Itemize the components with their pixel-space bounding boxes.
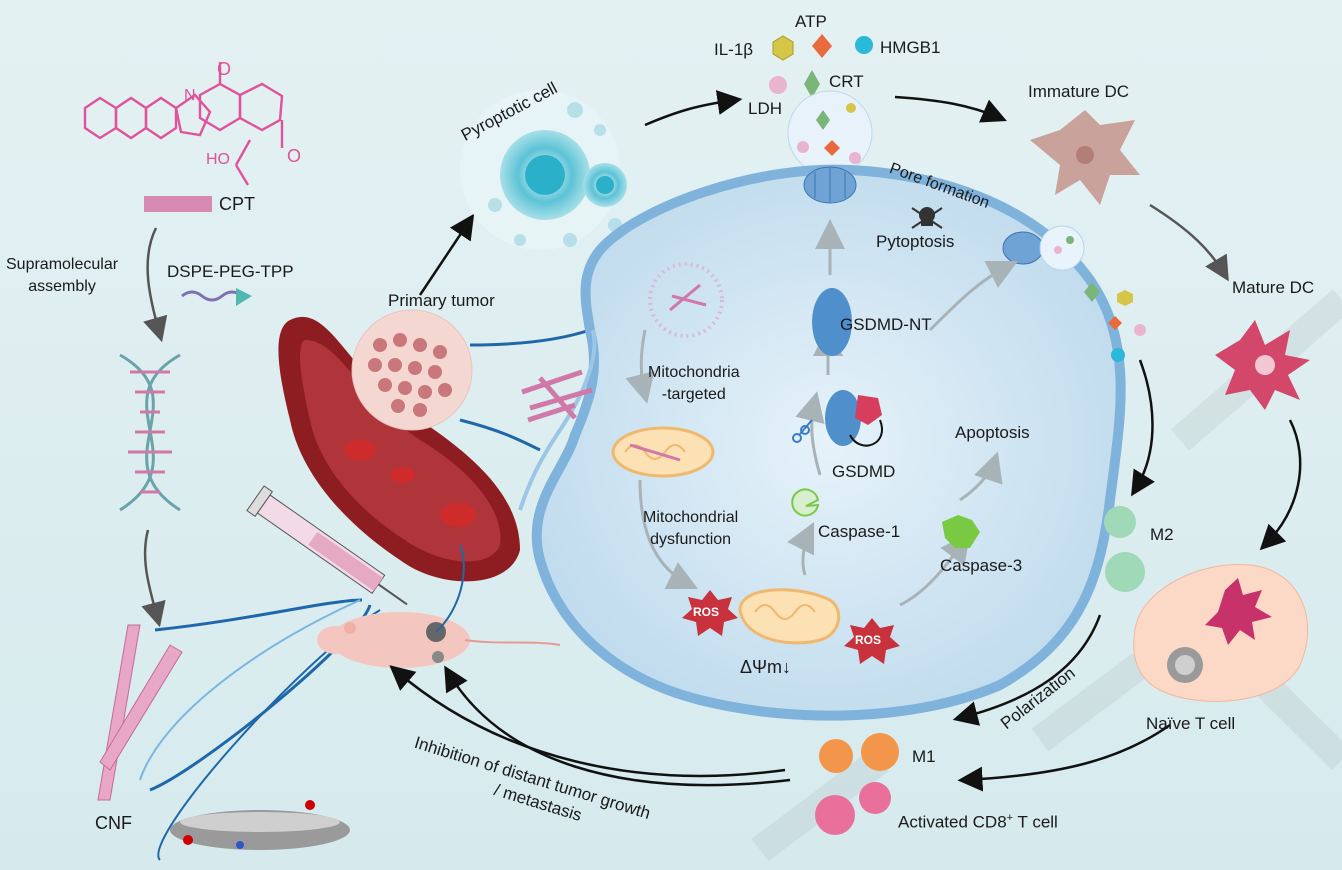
skull-icon — [911, 207, 943, 229]
chem-label-n: N — [184, 87, 196, 104]
caspase-1-icon — [791, 488, 820, 517]
m2-macrophage — [1104, 506, 1136, 538]
mouse — [317, 612, 561, 668]
ldh-label: LDH — [748, 99, 783, 118]
immature-dc-label: Immature DC — [1028, 82, 1130, 101]
released-damps — [1084, 282, 1146, 362]
primary-tumor-label: Primary tumor — [388, 291, 495, 310]
naive-t-cell-label: Naïve T cell — [1146, 714, 1236, 733]
primary-tumor — [351, 309, 473, 431]
cnf-molecular-model — [170, 800, 350, 850]
chem-label-o-right: O — [287, 146, 302, 166]
m1-macrophage — [819, 739, 853, 773]
pyroptotic-cell — [460, 90, 627, 250]
cnf-fibers — [97, 624, 183, 801]
gsdmd-label: GSDMD — [832, 462, 896, 481]
ros-star-2 — [844, 618, 900, 664]
cd8-t-cell — [859, 782, 891, 814]
damaged-mitochondrion-icon — [738, 588, 841, 645]
crt-label: CRT — [829, 72, 864, 91]
nanoparticle-icon — [648, 262, 724, 338]
ros-label-1: ROS — [693, 605, 720, 619]
delta-psi-label: ΔΨm↓ — [740, 657, 792, 677]
gsdmd-nt-label: GSDMD-NT — [840, 315, 932, 334]
mature-dc-label: Mature DC — [1232, 278, 1315, 297]
chem-label-o-top: O — [217, 59, 232, 79]
cnf-entering-cell — [521, 369, 593, 423]
scissors-icon — [792, 419, 813, 443]
cpt-molecule — [83, 62, 284, 186]
pytoptosis-label: Pytoptosis — [876, 232, 955, 251]
m1-label: M1 — [912, 747, 936, 766]
caspase-3-label: Caspase-3 — [940, 556, 1023, 575]
m2-macrophage — [1105, 552, 1145, 592]
ros-star-1 — [682, 590, 738, 636]
release-vesicle — [787, 90, 873, 176]
atp-label: ATP — [795, 12, 827, 31]
cd8-t-cell — [815, 795, 855, 835]
hmgb1-label: HMGB1 — [880, 38, 941, 57]
syringe — [246, 485, 408, 606]
m1-macrophage — [861, 733, 899, 771]
gsdmd-nt-protein — [812, 288, 852, 356]
mitochondria-targeted-label: Mitochondria-targeted — [648, 364, 740, 403]
caspase-1-label: Caspase-1 — [818, 522, 901, 541]
lymph-node — [1133, 563, 1309, 702]
dspe-peg-tpp-icon — [181, 290, 243, 302]
gsdmd-pore-right — [1002, 225, 1085, 271]
m2-label: M2 — [1150, 525, 1174, 544]
il1b-label: IL-1β — [714, 40, 754, 59]
activated-cd8-t-cell-label: Activated CD8+ T cell — [898, 812, 1058, 832]
gsdmd-pore-top — [803, 166, 857, 204]
blood-vessel — [278, 316, 520, 582]
apoptosis-label: Apoptosis — [955, 423, 1030, 442]
chem-label-ho: HO — [206, 151, 230, 168]
caspase-3-icon — [942, 515, 980, 548]
nanofiber-helix — [119, 353, 181, 512]
cnf-label: CNF — [95, 813, 132, 833]
dspe-peg-tpp-label: DSPE-PEG-TPP — [167, 262, 294, 281]
ros-label-2: ROS — [855, 633, 882, 647]
cpt-label: CPT — [219, 194, 255, 214]
gsdmd-protein — [825, 390, 883, 447]
damp-icons — [769, 34, 873, 98]
mitochondrion-icon — [611, 426, 715, 478]
cpt-bar — [144, 196, 212, 212]
